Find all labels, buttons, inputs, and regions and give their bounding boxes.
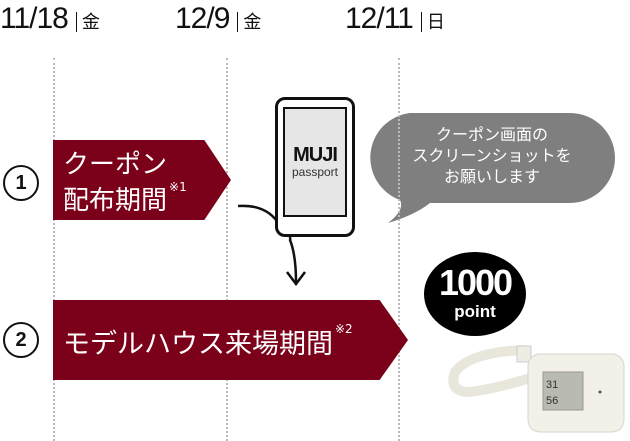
arrow-down-icon xyxy=(286,271,306,287)
bubble-line: スクリーンショットを xyxy=(412,146,572,165)
point-badge: 1000 point xyxy=(424,252,526,336)
thermometer-product-image: 31 56 xyxy=(448,345,625,433)
model-house-visit-banner: モデルハウス来場期間※2 xyxy=(53,300,408,380)
step-number-1: 1 xyxy=(3,165,39,201)
weekday-label: 金 xyxy=(75,12,100,32)
muji-logo: MUJI xyxy=(293,144,338,166)
banner-line1: クーポン xyxy=(63,150,168,180)
phone-screen: MUJI passport xyxy=(283,107,347,217)
step-number-2: 2 xyxy=(3,322,39,358)
date-divider xyxy=(53,58,55,441)
svg-text:56: 56 xyxy=(546,395,558,407)
banner-label: モデルハウス来場期間※2 xyxy=(63,322,353,361)
point-amount: 1000 xyxy=(438,262,513,303)
svg-text:31: 31 xyxy=(546,379,558,391)
date-divider xyxy=(398,58,400,441)
weekday-label: 日 xyxy=(420,12,445,32)
bubble-line: お願いします xyxy=(443,167,540,186)
point-unit: point xyxy=(454,302,496,321)
bubble-line: クーポン画面の xyxy=(435,125,548,144)
date-1: 11/18 金 xyxy=(0,2,100,36)
speech-bubble xyxy=(370,113,615,223)
smartphone-illustration: MUJI passport xyxy=(275,97,355,237)
banner-label-text: モデルハウス来場期間 xyxy=(63,329,333,360)
date-label: 11/18 xyxy=(0,2,69,35)
point-badge-bg xyxy=(424,252,526,336)
passport-label: passport xyxy=(291,165,339,179)
weekday-label: 金 xyxy=(237,12,262,32)
date-label: 12/9 xyxy=(175,2,230,35)
date-divider xyxy=(226,58,228,441)
footnote-mark: ※1 xyxy=(169,180,187,194)
date-label: 12/11 xyxy=(345,2,414,35)
coupon-period-banner: クーポン 配布期間※1 xyxy=(53,140,231,220)
footnote-mark: ※2 xyxy=(335,322,353,336)
banner-line2-text: 配布期間 xyxy=(63,186,168,216)
date-3: 12/11 日 xyxy=(345,2,445,36)
bubble-text: クーポン画面の スクリーンショットを お願いします xyxy=(370,124,614,187)
banner-line2: 配布期間※1 xyxy=(63,180,187,217)
date-2: 12/9 金 xyxy=(175,2,262,36)
